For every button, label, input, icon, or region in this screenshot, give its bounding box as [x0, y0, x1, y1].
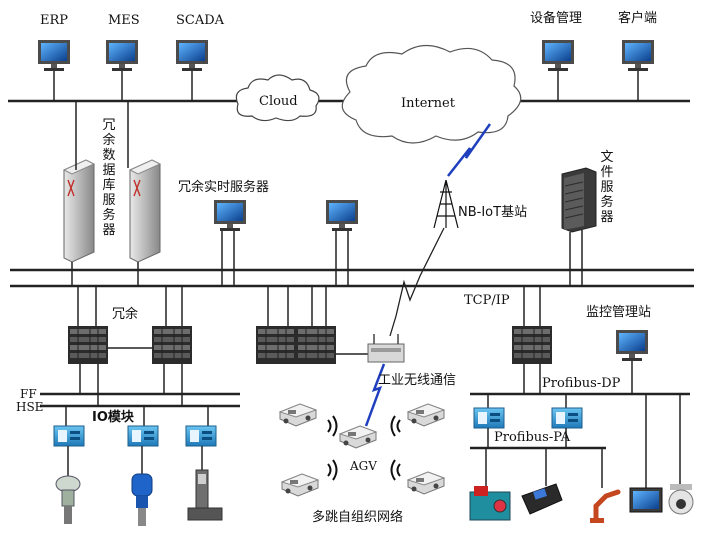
agv-icon	[339, 425, 377, 449]
scada-label: SCADA	[176, 13, 225, 28]
realtime-server-monitor-icon	[326, 200, 358, 231]
file-server-label: 文件服务器	[600, 150, 614, 225]
robot-arm-icon	[593, 489, 621, 523]
io-module-icon	[127, 425, 159, 447]
flow-meter-icon	[187, 469, 223, 521]
profibus-dp-label: Profibus-DP	[542, 376, 621, 391]
process-equipment-icon	[469, 486, 511, 521]
controller-rack-icon	[67, 325, 109, 365]
agv-icon	[279, 403, 317, 427]
controller-rack-icon	[511, 325, 553, 365]
redundant-db-server-label: 冗余数据库服务器	[102, 118, 116, 238]
handheld-device-icon	[521, 483, 563, 515]
profibus-module-icon	[473, 407, 505, 429]
router-agv-lightning-icon	[364, 363, 386, 427]
device-mgmt-monitor-icon	[542, 40, 574, 71]
agv-icon	[281, 473, 319, 497]
nbiot-tower-icon	[433, 179, 459, 229]
mes-monitor-icon	[106, 40, 138, 71]
io-module-icon	[53, 425, 85, 447]
agv-icon	[407, 471, 445, 495]
tcpip-label: TCP/IP	[464, 293, 510, 308]
file-server-rack-icon	[561, 167, 597, 233]
mes-label: MES	[108, 13, 140, 28]
level-transmitter-icon	[131, 473, 153, 526]
io-module-label: IO模块	[92, 410, 134, 425]
redundant-label: 冗余	[112, 307, 139, 322]
device-mgmt-label: 设备管理	[530, 11, 583, 26]
internet-cloud-shape	[341, 44, 522, 144]
nbiot-lightning-icon	[447, 123, 492, 177]
wireless-router-icon	[367, 334, 405, 363]
scada-monitor-icon	[176, 40, 208, 71]
nbiot-link-line	[389, 227, 445, 337]
wireless-label: 工业无线通信	[378, 373, 457, 388]
realtime-server-monitor-icon	[214, 200, 246, 231]
db-server-tower-icon	[128, 159, 162, 263]
client-monitor-icon	[622, 40, 654, 71]
profibus-pa-label: Profibus-PA	[494, 430, 571, 445]
profibus-module-icon	[551, 407, 583, 429]
erp-label: ERP	[40, 13, 69, 28]
cloud-label: Cloud	[259, 94, 298, 109]
controller-rack-icon	[255, 325, 297, 365]
agv-label: AGV	[350, 459, 377, 473]
db-server-tower-icon	[62, 159, 96, 263]
hse-label: HSE	[16, 400, 44, 414]
monitoring-station-monitor-icon	[616, 330, 648, 361]
erp-monitor-icon	[38, 40, 70, 71]
agv-icon	[407, 403, 445, 427]
internet-label: Internet	[401, 96, 455, 111]
controller-rack-icon	[151, 325, 193, 365]
nbiot-label: NB-IoT基站	[458, 205, 528, 220]
hmi-panel-icon	[629, 487, 663, 513]
client-label: 客户端	[618, 11, 658, 26]
cloud-shape	[235, 74, 320, 122]
ptz-camera-icon	[668, 484, 694, 515]
ff-label: FF	[20, 387, 37, 401]
mesh-network-label: 多跳自组织网络	[312, 510, 404, 525]
io-module-icon	[185, 425, 217, 447]
controller-rack-icon	[295, 325, 337, 365]
realtime-server-label: 冗余实时服务器	[178, 180, 270, 195]
monitoring-station-label: 监控管理站	[586, 305, 652, 320]
pressure-transmitter-icon	[55, 475, 81, 524]
